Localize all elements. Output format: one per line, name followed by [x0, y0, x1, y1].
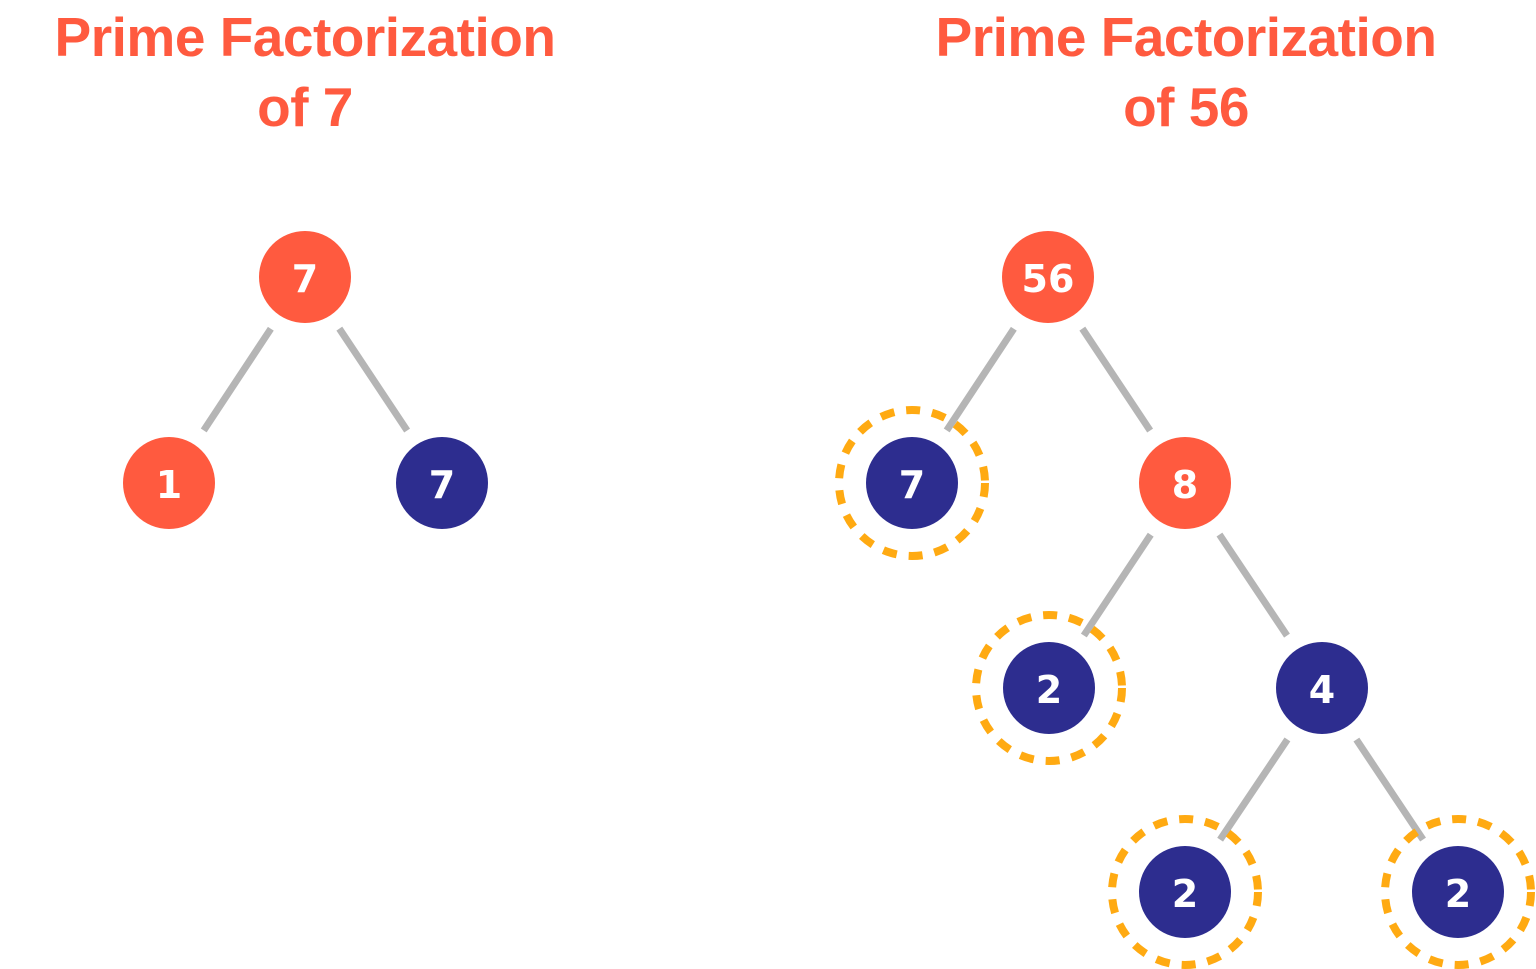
prime-node-7: 7 — [835, 406, 989, 560]
node-label: 2 — [1036, 668, 1062, 712]
node-circle — [1139, 437, 1231, 529]
tree-edge — [200, 326, 274, 433]
node-label: 7 — [292, 257, 318, 301]
node-label: 2 — [1172, 872, 1198, 916]
node-circle — [123, 437, 215, 529]
node-circle — [1003, 642, 1095, 734]
prime-highlight-ring — [972, 611, 1126, 765]
title-line-2: of 7 — [257, 76, 353, 138]
tree-edge — [943, 326, 1017, 433]
node-label: 7 — [899, 463, 925, 507]
node-label: 1 — [156, 463, 182, 507]
node-circle — [1139, 846, 1231, 938]
tree-edge — [1080, 532, 1154, 638]
node-label: 2 — [1445, 872, 1471, 916]
prime-node-2: 2 — [1381, 815, 1535, 969]
title-line-2: of 56 — [1123, 76, 1249, 138]
tree-edge — [1353, 737, 1426, 842]
tree-edge — [1216, 532, 1290, 638]
composite-node-1: 1 — [123, 437, 215, 529]
title-factorization-56: Prime Factorization of 56 — [880, 2, 1492, 142]
title-line-1: Prime Factorization — [54, 6, 556, 68]
tree-edge — [336, 326, 411, 433]
title-factorization-7: Prime Factorization of 7 — [0, 2, 610, 142]
node-label: 4 — [1309, 668, 1335, 712]
composite-node-8: 8 — [1139, 437, 1231, 529]
title-line-1: Prime Factorization — [935, 6, 1437, 68]
node-circle — [259, 231, 351, 323]
prime-highlight-ring — [1381, 815, 1535, 969]
node-label: 8 — [1172, 463, 1198, 507]
prime-node-7: 7 — [396, 437, 488, 529]
node-label: 56 — [1022, 257, 1075, 301]
node-circle — [866, 437, 958, 529]
prime-node-2: 2 — [1108, 815, 1262, 969]
prime-node-4: 4 — [1276, 642, 1368, 734]
composite-node-7: 7 — [259, 231, 351, 323]
composite-node-56: 56 — [1002, 231, 1094, 323]
prime-highlight-ring — [1108, 815, 1262, 969]
prime-node-2: 2 — [972, 611, 1126, 765]
node-label: 7 — [429, 463, 455, 507]
tree-edge — [1079, 326, 1154, 433]
prime-highlight-ring — [835, 406, 989, 560]
tree-edge — [1217, 737, 1291, 842]
node-circle — [1276, 642, 1368, 734]
node-circle — [396, 437, 488, 529]
node-circle — [1412, 846, 1504, 938]
node-circle — [1002, 231, 1094, 323]
